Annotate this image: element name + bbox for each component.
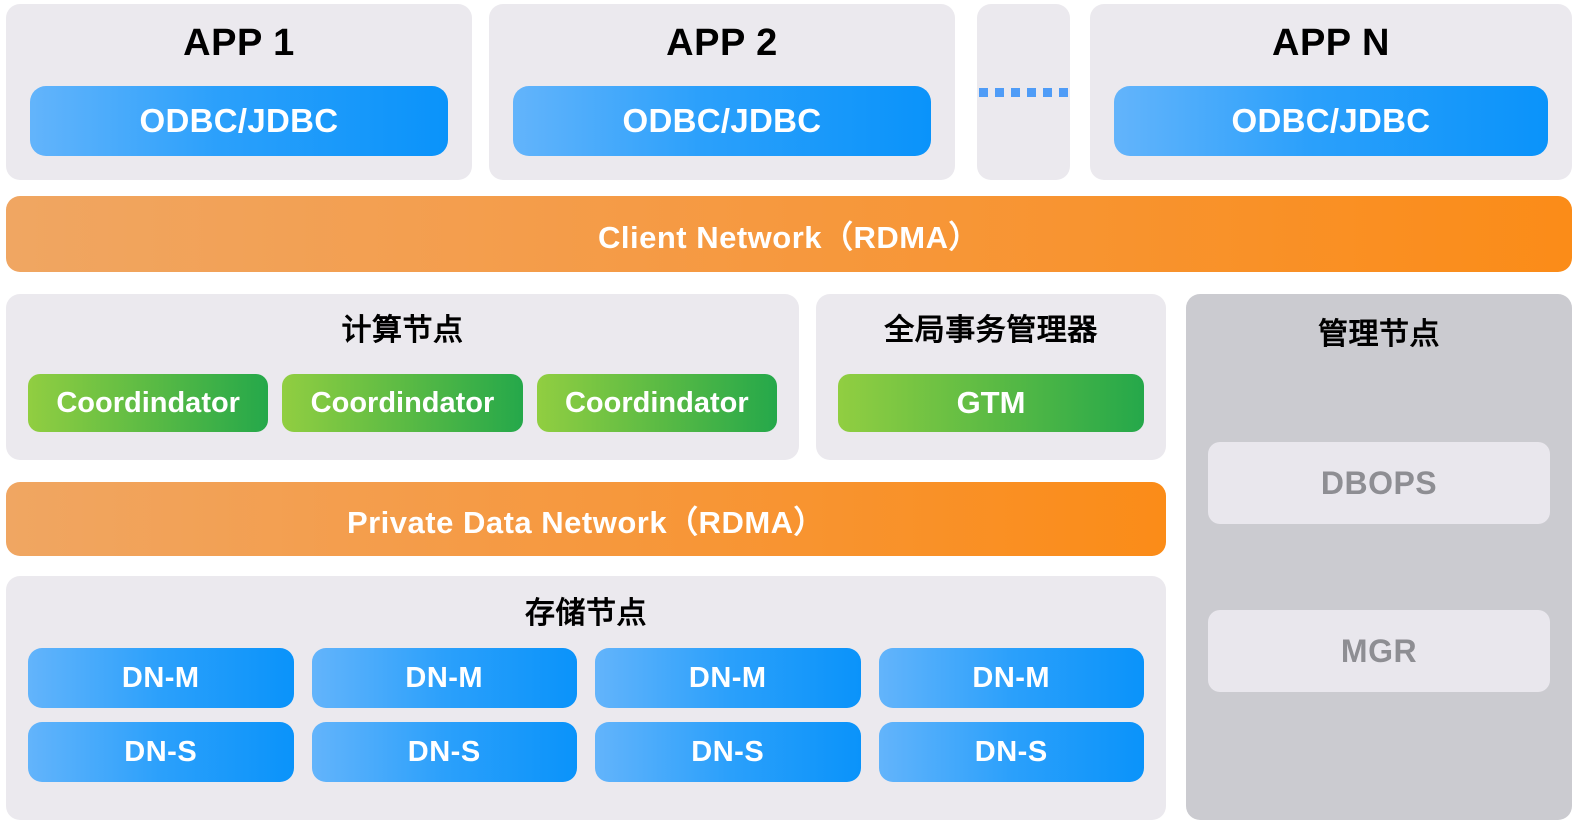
private-data-network-bar: Private Data Network（RDMA） xyxy=(6,482,1166,556)
gtm-node-panel: 全局事务管理器 GTM xyxy=(816,294,1166,460)
storage-group-4: DN-M DN-S xyxy=(878,648,1144,782)
app-n-driver-chip: ODBC/JDBC xyxy=(1114,86,1548,156)
dn-slave-chip-1: DN-S xyxy=(28,722,294,782)
app-card-1: APP 1 ODBC/JDBC xyxy=(6,4,472,180)
management-node-title: 管理节点 xyxy=(1318,318,1440,351)
dn-slave-chip-4: DN-S xyxy=(878,722,1144,782)
storage-node-title: 存储节点 xyxy=(525,597,647,630)
coordinator-chip-2: Coordindator xyxy=(282,374,523,432)
dn-master-chip-4: DN-M xyxy=(878,648,1144,708)
ellipsis-dots-icon xyxy=(979,87,1068,97)
gtm-chip: GTM xyxy=(838,374,1144,432)
app-n-title: APP N xyxy=(1272,22,1390,64)
client-network-bar: Client Network（RDMA） xyxy=(6,196,1572,272)
dn-slave-chip-3: DN-S xyxy=(595,722,861,782)
storage-group-1: DN-M DN-S xyxy=(28,648,294,782)
gtm-node-title: 全局事务管理器 xyxy=(884,314,1098,347)
storage-node-panel: 存储节点 DN-M DN-S DN-M DN-S DN-M DN-S DN-M … xyxy=(6,576,1166,820)
app-card-n: APP N ODBC/JDBC xyxy=(1090,4,1572,180)
app-card-2: APP 2 ODBC/JDBC xyxy=(489,4,955,180)
app-2-driver-chip: ODBC/JDBC xyxy=(513,86,931,156)
gtm-chip-row: GTM xyxy=(838,374,1144,432)
management-node-panel: 管理节点 DBOPS MGR xyxy=(1186,294,1572,820)
storage-group-2: DN-M DN-S xyxy=(311,648,577,782)
app-2-title: APP 2 xyxy=(666,22,778,64)
dn-slave-chip-2: DN-S xyxy=(311,722,577,782)
app-1-title: APP 1 xyxy=(183,22,295,64)
app-ellipsis-card xyxy=(977,4,1070,180)
compute-node-title: 计算节点 xyxy=(341,314,464,347)
coordinator-chip-1: Coordindator xyxy=(28,374,269,432)
dn-master-chip-3: DN-M xyxy=(595,648,861,708)
compute-node-panel: 计算节点 Coordindator Coordindator Coordinda… xyxy=(6,294,799,460)
app-1-driver-chip: ODBC/JDBC xyxy=(30,86,448,156)
storage-group-grid: DN-M DN-S DN-M DN-S DN-M DN-S DN-M DN-S xyxy=(28,648,1144,782)
storage-group-3: DN-M DN-S xyxy=(595,648,861,782)
dbops-box: DBOPS xyxy=(1208,442,1550,524)
dn-master-chip-2: DN-M xyxy=(311,648,577,708)
coordinator-chip-3: Coordindator xyxy=(536,374,777,432)
dn-master-chip-1: DN-M xyxy=(28,648,294,708)
mgr-box: MGR xyxy=(1208,610,1550,692)
coordinator-row: Coordindator Coordindator Coordindator xyxy=(28,374,777,432)
